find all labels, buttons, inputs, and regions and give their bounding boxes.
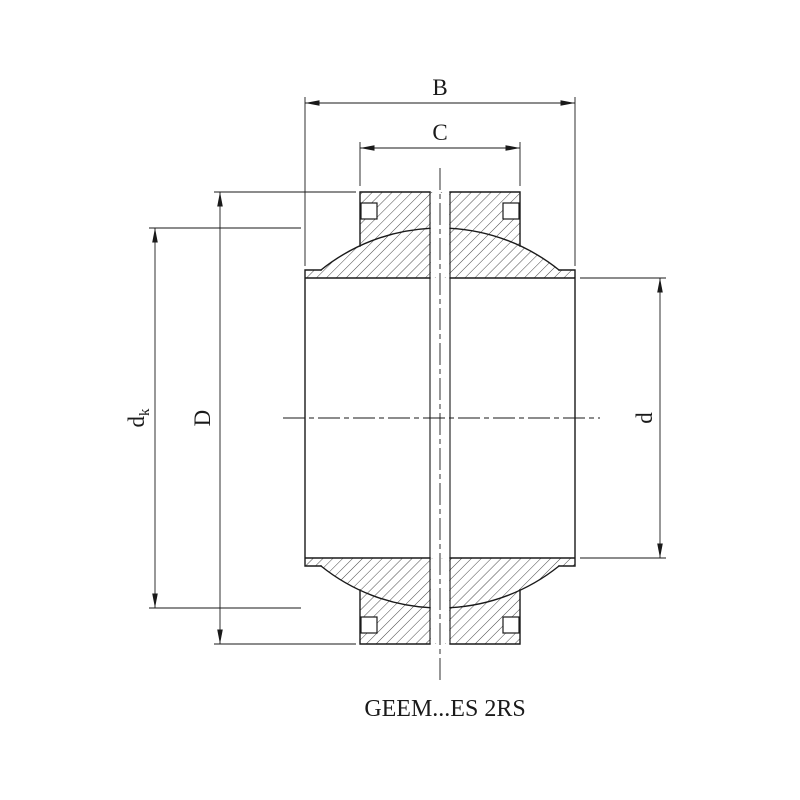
dimension-dk-main: d: [124, 416, 149, 428]
sphere-arc-bottom: [320, 565, 560, 609]
sphere-arc-top: [320, 227, 560, 271]
dimension-b-label: B: [432, 75, 447, 100]
seal-top-left: [360, 202, 378, 220]
seal-top-right: [502, 202, 520, 220]
dimension-labels: B C D dk d: [124, 75, 657, 428]
dimension-c-label: C: [432, 120, 447, 145]
seal-bottom-right: [502, 616, 520, 634]
dimension-d-outer-label: D: [190, 410, 215, 427]
outer-ring-bottom-outline: [359, 589, 521, 645]
outer-ring-top-outline: [359, 191, 521, 247]
dimension-dk-label: dk: [124, 408, 153, 428]
centerlines: [283, 168, 600, 680]
dimension-dk-subscript: k: [137, 408, 153, 416]
dimensions: [149, 97, 666, 645]
seals: [360, 202, 520, 634]
extension-lines: [149, 97, 666, 645]
drawing-caption: GEEM...ES 2RS: [364, 696, 525, 722]
dimension-d-bore-label: d: [632, 412, 657, 424]
seal-bottom-left: [360, 616, 378, 634]
